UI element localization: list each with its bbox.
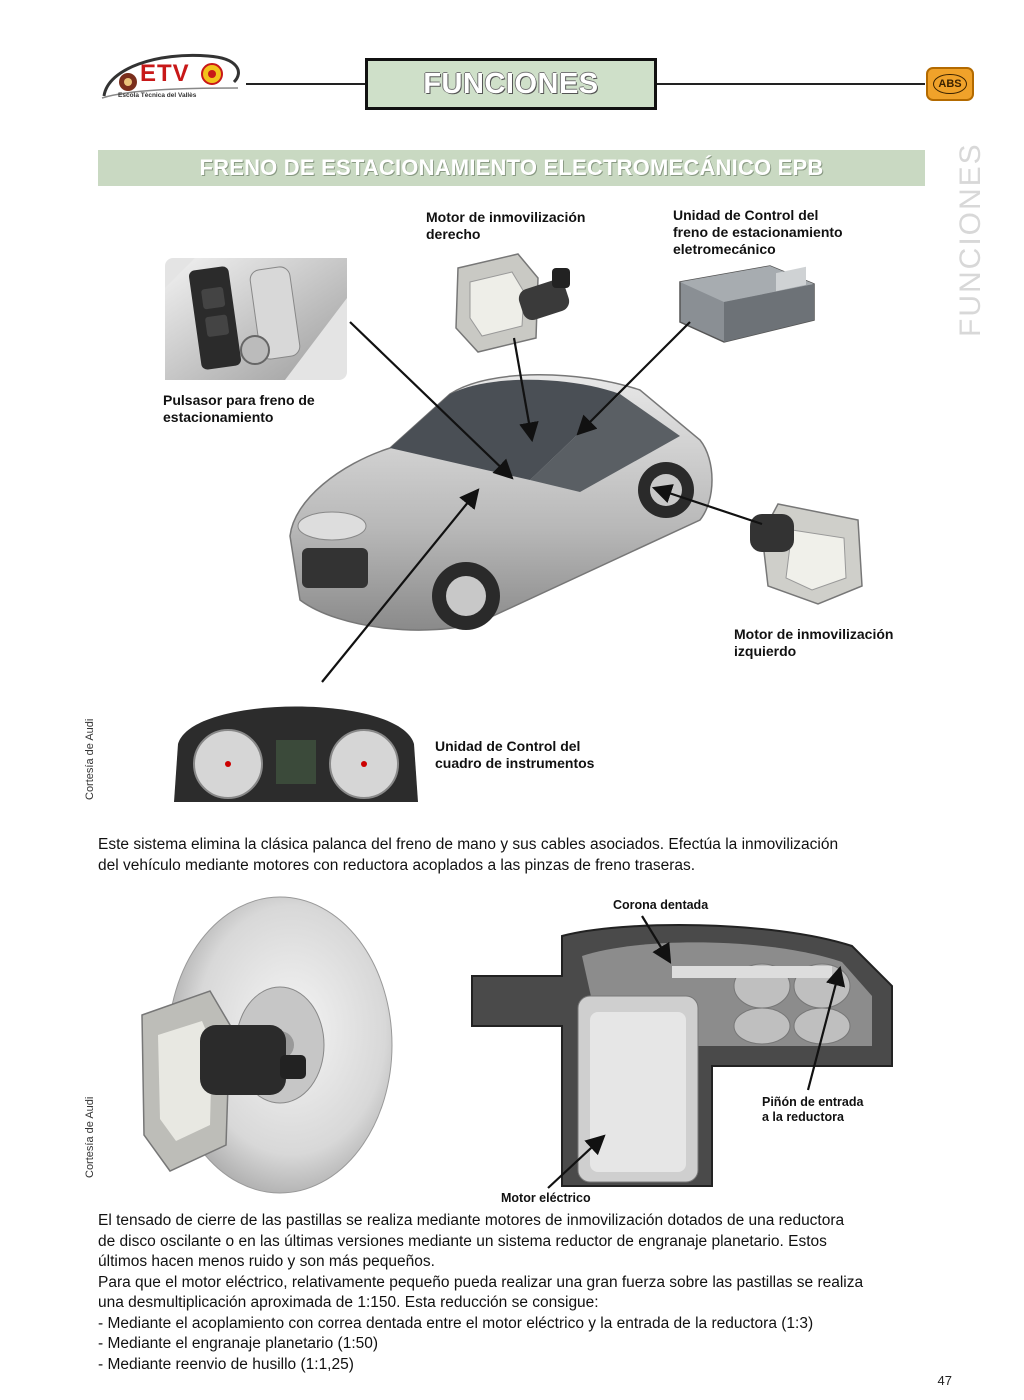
etv-logo: ETV Escola Tècnica del Vallès: [98, 48, 246, 104]
label-ring-gear: Corona dentada: [613, 898, 709, 912]
left-brake-motor-photo: [750, 503, 863, 605]
courtesy-note-bottom: Cortesía de Audi: [84, 1096, 96, 1178]
brake-disc-caliper-photo: [141, 896, 393, 1194]
page-number: 47: [937, 1373, 952, 1388]
section-title: FRENO DE ESTACIONAMIENTO ELECTROMECÁNICO…: [98, 150, 925, 186]
parking-brake-button-photo: [165, 258, 347, 380]
page-title: FUNCIONES: [365, 58, 657, 110]
epb-control-unit-photo: [679, 265, 815, 343]
logo-subtitle: Escola Tècnica del Vallès: [118, 92, 197, 99]
abs-badge-text: ABS: [933, 74, 967, 94]
logo-text: ETV: [140, 60, 190, 87]
abs-warning-icon: ABS: [926, 67, 974, 101]
intro-paragraph: Este sistema elimina la clásica palanca …: [98, 836, 839, 874]
label-electric-motor: Motor eléctrico: [501, 1191, 591, 1205]
car-illustration: [289, 374, 713, 631]
detail-paragraph: El tensado de cierre de las pastillas se…: [98, 1212, 864, 1373]
right-brake-motor-photo: [455, 253, 570, 353]
planetary-gear-motor-cutaway: [471, 924, 893, 1187]
header-rule-right: [657, 83, 925, 85]
header-rule-left: [246, 83, 365, 85]
instrument-cluster-photo: [174, 706, 418, 802]
